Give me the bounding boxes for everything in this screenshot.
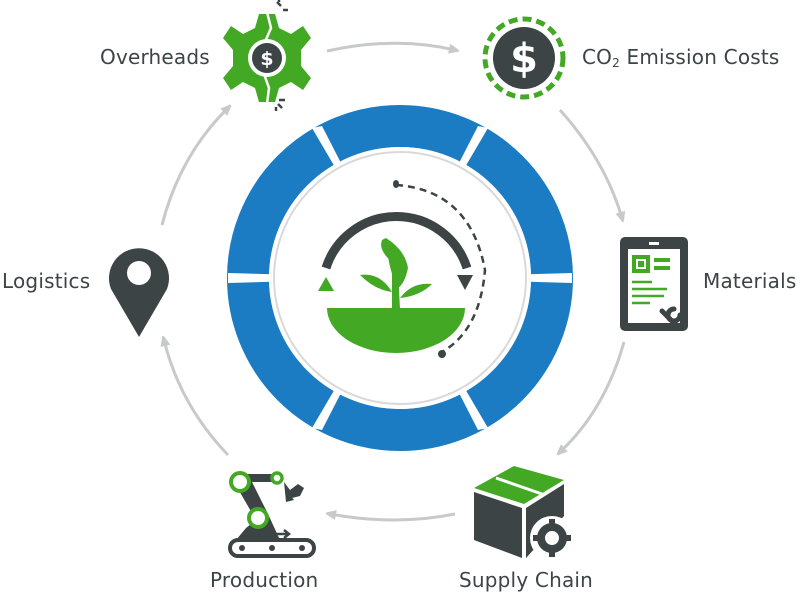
gear-dollar-icon: $ [223, 0, 311, 111]
robot-arm-conveyor-icon [228, 471, 316, 558]
arrow-co2-to-materials [558, 108, 622, 218]
sprouting-plant-cycle-icon [318, 180, 487, 358]
dollar-circle-icon: $ [482, 16, 566, 100]
arrow-overheads-to-co2 [326, 41, 455, 51]
co2-label-main: CO [582, 45, 613, 69]
node-label-logistics: Logistics [2, 269, 91, 293]
arrow-logistics-to-overheads [160, 108, 228, 226]
node-label-co2-emission-costs: CO2 Emission Costs [582, 45, 780, 70]
box-gear-icon [474, 466, 574, 560]
cycle-arrows [160, 41, 626, 522]
co2-label-rest: Emission Costs [619, 45, 780, 69]
arrow-supply-chain-to-production [330, 514, 456, 522]
tablet-chip-wrench-icon [620, 237, 688, 331]
svg-text:$: $ [260, 48, 273, 70]
svg-text:$: $ [510, 36, 538, 82]
node-label-supply-chain: Supply Chain [459, 568, 594, 592]
node-label-production: Production [210, 568, 319, 592]
co2-label-subscript: 2 [612, 56, 620, 70]
node-label-overheads: Overheads [100, 45, 210, 69]
arrow-materials-to-supply-chain [560, 341, 626, 452]
map-pin-icon [109, 248, 169, 337]
node-label-materials: Materials [703, 269, 797, 293]
arrow-production-to-logistics [164, 340, 230, 457]
